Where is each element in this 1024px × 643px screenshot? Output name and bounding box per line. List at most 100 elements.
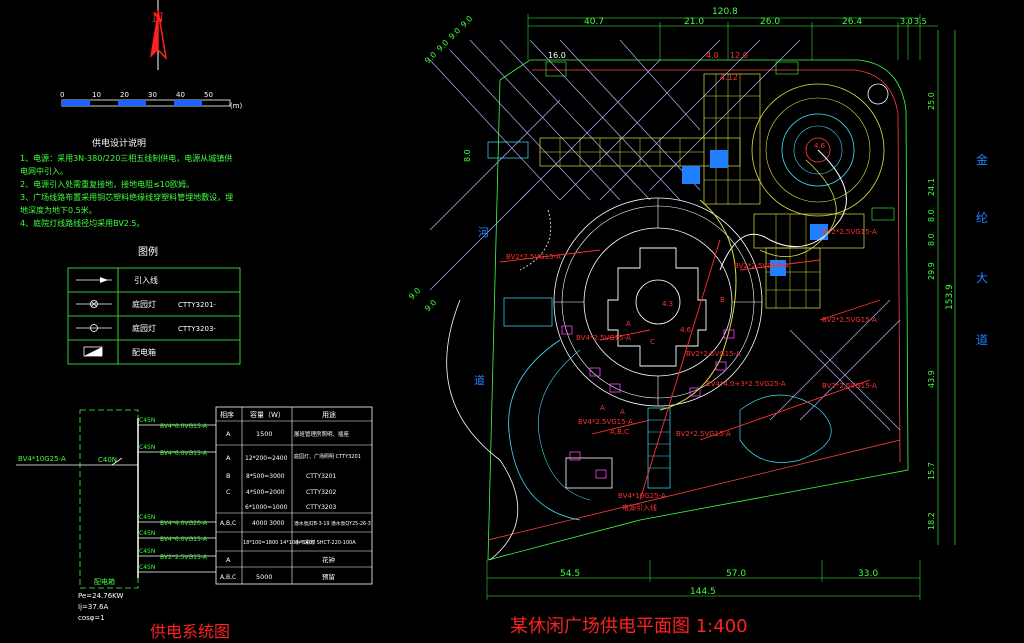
branch-circuit: C45N BV2*2.5VG15-A: [138, 548, 216, 561]
table-cell: CTTY3203: [306, 504, 337, 511]
table-cell: 12*200=2400: [245, 455, 288, 462]
cable-label: BV2*2.5VG15-A: [822, 382, 877, 390]
branch-cable: BV4*6.0VG15-A: [160, 423, 208, 430]
dimension-label: 26.4: [842, 17, 862, 27]
branch-circuit: C45N BV4*6.0VG15-A: [138, 417, 216, 430]
branch-cable: BV4*6.0VG15-A: [160, 450, 208, 457]
feed-note: 电源引入线: [622, 503, 657, 512]
cable-label: BV2*2.5VG15-A: [686, 350, 741, 358]
dimension-label: 54.5: [560, 569, 580, 579]
table-header: 容量（W）: [250, 410, 285, 419]
branch-circuit: C45N BV4*6.0VG15-A: [138, 444, 216, 457]
dimension-label: 9.0: [459, 14, 474, 29]
power-system-diagram: BV4*10G25-A C40N C45N BV4*6.0VG15-A C45N…: [16, 409, 230, 641]
table-cell: 5000: [256, 573, 273, 581]
scale-tick: 0: [60, 91, 64, 99]
legend-label: 庭园灯: [132, 299, 156, 309]
dimension-label: 16.0: [548, 51, 566, 60]
panel-label: 配电箱: [94, 577, 115, 586]
legend: 图例 引入线 庭园灯 CTTY3201- 庭园灯 CTTY3203- 配电箱: [67, 245, 241, 365]
system-calc: Ij=37.6A: [78, 603, 108, 611]
north-arrow: N: [150, 0, 168, 70]
dimension-label: 40.7: [584, 17, 604, 27]
table-cell: 预留: [322, 572, 335, 581]
notes-line: 2、电源引入处需重复接地，接地电阻≤10欧姆。: [20, 179, 194, 189]
table-header: 相序: [220, 410, 234, 419]
scale-tick: 30: [148, 91, 157, 99]
system-calc: cosφ=1: [78, 614, 105, 622]
table-cell: 展班管理房照明、插座: [294, 430, 350, 438]
dimension-label: 33.0: [858, 569, 878, 579]
scale-tick: 20: [120, 91, 129, 99]
road-name: 纶: [976, 211, 988, 225]
phase-label: B: [720, 296, 725, 304]
legend-label: 配电箱: [132, 347, 156, 357]
table-cell: A,B,C: [220, 520, 236, 527]
dimension-label: 43.9: [927, 370, 936, 388]
cable-label: BV2*2.5VG15-A: [734, 262, 789, 270]
table-cell: CTTY3201: [306, 473, 337, 480]
notes-line: 1、电源：采用3N-380/220三相五线制供电，电源从城镇供: [20, 153, 232, 163]
legend-label: 引入线: [134, 275, 158, 285]
table-cell: 花钟: [322, 555, 336, 564]
branch-breaker: C45N: [139, 514, 155, 521]
table-cell: 4000 3000: [252, 520, 285, 527]
radius-label: 4.3: [662, 300, 673, 308]
scale-tick: 50: [204, 91, 213, 99]
dimension-label: 3.0: [900, 17, 913, 26]
cable-label: BV4*4.0+3*2.5VG25-A: [706, 380, 786, 388]
branch-cable: BV4*4.0VG20-A: [160, 520, 208, 527]
phase-label: A,B,C: [610, 428, 629, 436]
dimension-label: 8.0: [927, 233, 936, 246]
table-cell: 4*500=2000: [246, 489, 285, 496]
branch-cable: BV2*2.5VG15-A: [160, 554, 208, 561]
table-cell: CTTY3202: [306, 489, 337, 496]
main-breaker-label: C40N: [98, 456, 117, 464]
branch-breaker: C45N: [139, 530, 155, 537]
branch-breaker: C45N: [139, 417, 155, 424]
table-cell: C: [226, 488, 231, 496]
road-name: 金: [976, 152, 988, 167]
dimension-label: 120.8: [712, 7, 738, 17]
cable-label: BV4*2.5VG15-A: [576, 334, 631, 342]
cable-label: BV4*10G25-A: [618, 492, 666, 500]
table-cell: 18*100=1800 14*100=1400: [243, 540, 315, 546]
river-name: 道: [474, 373, 485, 387]
legend-title: 图例: [138, 245, 158, 258]
dimension-label: 9.0: [407, 286, 422, 301]
branch-breaker: C45N: [139, 444, 155, 451]
cable-label: BV2*2.5VG15-A: [822, 228, 877, 236]
notes-title: 供电设计说明: [92, 137, 146, 149]
table-cell: 8*500=3000: [246, 473, 285, 480]
north-label: N: [152, 11, 164, 26]
dimension-label: 29.9: [927, 262, 936, 280]
branch-breaker: C45N: [139, 548, 155, 555]
table-cell: 6*1000=1000: [245, 504, 288, 511]
system-input-label: BV4*10G25-A: [18, 455, 66, 463]
cable-label: BV2*2.5VG15-A: [822, 316, 877, 324]
radius-label: 4.6: [814, 142, 826, 150]
table-cell: 1500: [256, 430, 273, 438]
table-header: 用途: [322, 410, 336, 419]
dimension-label: 9.0: [423, 50, 438, 65]
legend-label: 庭园灯: [132, 323, 156, 333]
legend-model: CTTY3201-: [178, 301, 216, 309]
dimension-label: 9.0: [435, 38, 450, 53]
phase-label: A: [626, 320, 631, 328]
dimension-label: 9.0: [447, 26, 462, 41]
dimension-label: 153.9: [945, 284, 955, 310]
river-name: 河: [478, 226, 489, 239]
scale-unit: (m): [230, 102, 243, 110]
dimension-label: 4.12: [720, 73, 738, 82]
table-cell: 水下彩灯 SHCT-220-100A: [295, 539, 356, 546]
table-cell: A: [226, 556, 231, 564]
phase-label: A: [620, 408, 625, 416]
table-cell: B: [226, 472, 230, 480]
branch-circuit: C45N: [138, 564, 216, 573]
site-plan: 120.8 40.7 21.0 26.0 26.4 3.0 3.5 25.0 2…: [407, 7, 988, 637]
system-title: 供电系统图: [150, 622, 230, 641]
branch-breaker: C45N: [139, 564, 155, 571]
notes-line: 3、广场线路布置采用铜芯塑料绝缘线穿塑料管埋地敷设，埋: [20, 192, 233, 202]
dimension-label: 15.7: [927, 462, 936, 480]
